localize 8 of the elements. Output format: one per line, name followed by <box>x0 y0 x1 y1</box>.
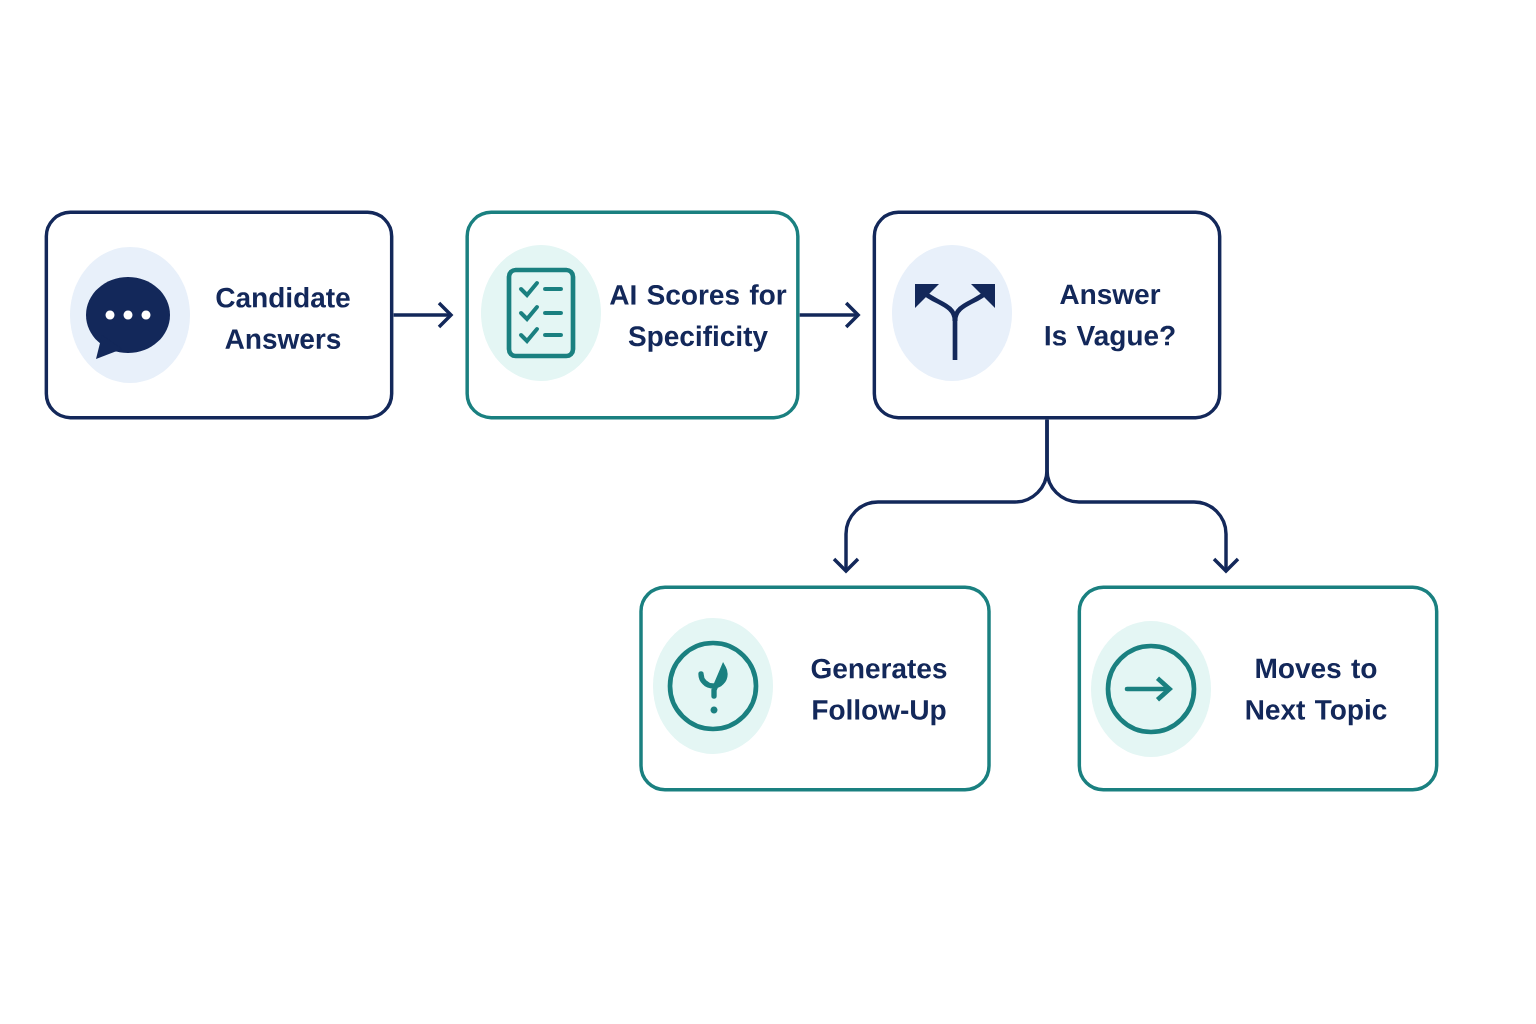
process-box: Moves to Next Topic <box>1077 585 1439 792</box>
process-box: Candidate Answers <box>44 210 394 420</box>
arrow <box>799 301 861 329</box>
arrow <box>393 301 454 329</box>
process-box: Generates Follow-Up <box>639 585 991 792</box>
arrow <box>1045 419 1240 574</box>
process-box: AI Scores for Specificity <box>465 210 800 420</box>
process-box: Answer Is Vague? <box>872 210 1222 420</box>
